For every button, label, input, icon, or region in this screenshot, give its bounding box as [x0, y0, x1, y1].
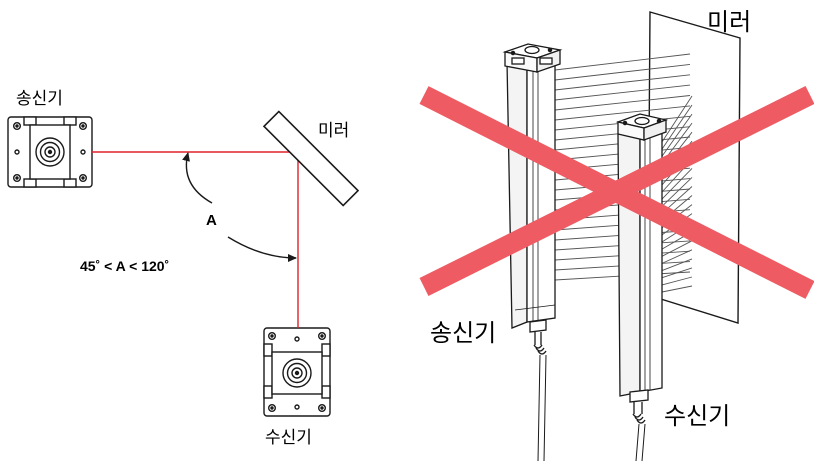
beam-line: [554, 95, 691, 111]
angle-range-label: 45˚ < A < 120˚: [80, 258, 170, 274]
beam-line: [554, 53, 691, 71]
beam-line: [661, 258, 693, 272]
beam-line: [554, 105, 691, 121]
angle-label: A: [206, 212, 217, 229]
beam-line: [661, 267, 693, 279]
beam-line: [661, 113, 693, 157]
left-receiver-label: 수신기: [265, 428, 312, 448]
angle-arc-lower: [227, 236, 297, 262]
right-mirror-label: 미러: [707, 8, 752, 36]
light-beam: [92, 151, 299, 328]
beam-line: [661, 240, 693, 257]
transmitter-column: [502, 43, 563, 462]
receiver-sensor: [263, 327, 331, 417]
beam-line: [661, 285, 693, 293]
left-mirror-label: 미러: [318, 121, 350, 141]
mirror: [262, 110, 360, 207]
angle-arc-upper: [182, 152, 213, 204]
right-receiver-label: 수신기: [664, 402, 731, 430]
beam-line: [554, 84, 691, 101]
beam-line: [661, 168, 693, 200]
beam-line: [554, 74, 691, 91]
incorrect-mirror-setup: [419, 11, 814, 462]
correct-mirror-setup: [7, 110, 360, 417]
transmitter-sensor: [7, 116, 93, 188]
beam-line: [661, 95, 693, 143]
beam-line: [554, 63, 691, 81]
incorrect-cross-mark: [419, 86, 814, 299]
beam-line: [661, 177, 693, 207]
beam-line: [661, 104, 693, 150]
right-transmitter-label: 송신기: [430, 319, 497, 347]
left-transmitter-label: 송신기: [16, 89, 63, 109]
beam-line: [661, 276, 693, 286]
beam-line: [661, 249, 693, 264]
